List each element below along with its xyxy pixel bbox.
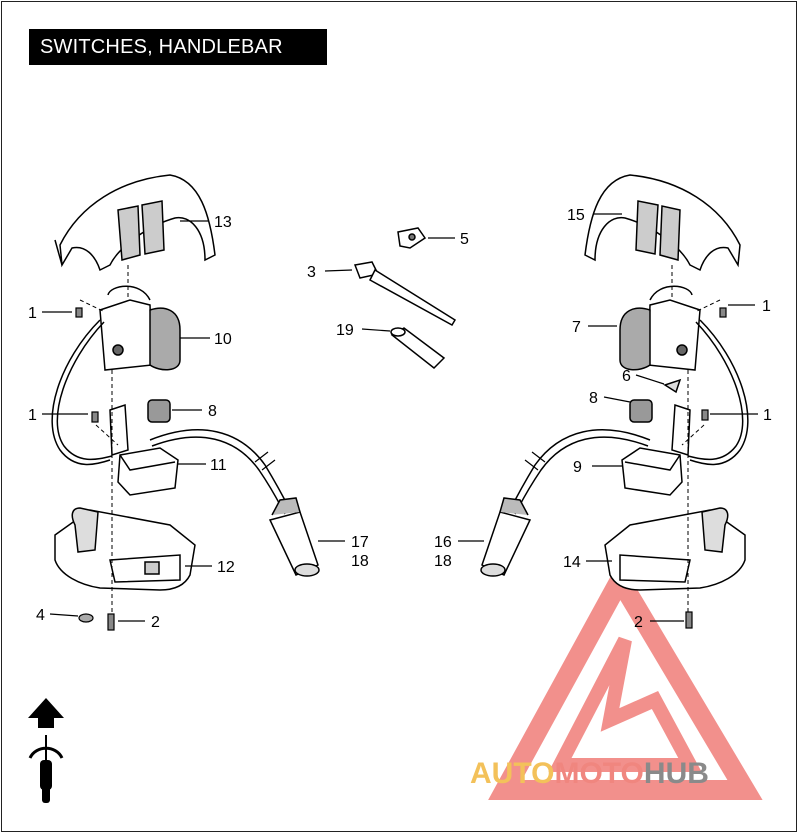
- callout-6: 6: [622, 368, 631, 385]
- right-hardware: [685, 307, 727, 629]
- left-washer-4-icon: [78, 613, 94, 623]
- left-connector: [268, 497, 320, 577]
- right-switch-unit: [619, 285, 701, 371]
- callout-1-right-top: 1: [762, 298, 771, 315]
- left-dashed-guides: [79, 265, 129, 615]
- center-cable-tie: [353, 261, 457, 327]
- callout-18-right: 18: [351, 553, 369, 570]
- left-switch-module: [109, 399, 179, 496]
- callout-2-left: 2: [151, 614, 160, 631]
- left-screw-2-icon: [107, 613, 115, 631]
- center-sleeve: [390, 327, 446, 370]
- right-dashed-guides: [671, 265, 721, 612]
- callout-numbers: 13 1 10 1 8 11 12 4 2 5 3 19 17 18 16 18…: [28, 207, 772, 631]
- callout-1-left-top: 1: [28, 305, 37, 322]
- callout-12: 12: [217, 559, 235, 576]
- watermark-logo-icon: [488, 559, 763, 800]
- callout-8-right: 8: [589, 390, 598, 407]
- callout-3: 3: [307, 264, 316, 281]
- right-connector: [480, 497, 532, 577]
- callout-8-left: 8: [208, 403, 217, 420]
- callout-11: 11: [210, 457, 227, 474]
- left-hardware: [75, 307, 115, 631]
- callout-13: 13: [214, 214, 232, 231]
- left-screw-1-icon: [75, 307, 83, 318]
- right-screw-1-icon: [719, 307, 727, 318]
- left-switch-housing-upper: [54, 174, 216, 272]
- callout-16: 16: [434, 534, 452, 551]
- right-screw-2-icon: [685, 611, 693, 629]
- callout-5: 5: [460, 231, 469, 248]
- right-switch-housing-upper: [584, 174, 741, 272]
- callout-7: 7: [572, 319, 581, 336]
- callout-18-left: 18: [434, 553, 452, 570]
- callout-10: 10: [214, 331, 232, 348]
- callout-9: 9: [573, 459, 582, 476]
- callout-2-right: 2: [634, 614, 643, 631]
- center-clip: [397, 227, 427, 249]
- left-switch-housing-lower: [54, 507, 196, 591]
- callout-1-right-mid: 1: [763, 407, 772, 424]
- callout-4: 4: [36, 607, 45, 624]
- watermark-text: AUTOMOTOHUB: [470, 757, 709, 790]
- callout-1-left-mid: 1: [28, 407, 37, 424]
- page-title: SWITCHES, HANDLEBAR: [29, 29, 327, 65]
- right-screw-1b-icon: [701, 409, 709, 421]
- leader-lines: [42, 213, 758, 622]
- callout-17: 17: [351, 534, 369, 551]
- right-switch-housing-lower: [604, 507, 746, 591]
- forward-arrow-motorcycle-icon: [28, 698, 64, 803]
- right-harness-loop: [509, 319, 749, 515]
- callout-14: 14: [563, 554, 581, 571]
- left-screw-1b-icon: [91, 411, 99, 423]
- left-switch-unit: [99, 285, 181, 371]
- right-switch-module: [621, 378, 691, 496]
- callout-19: 19: [336, 322, 354, 339]
- callout-15: 15: [567, 207, 585, 224]
